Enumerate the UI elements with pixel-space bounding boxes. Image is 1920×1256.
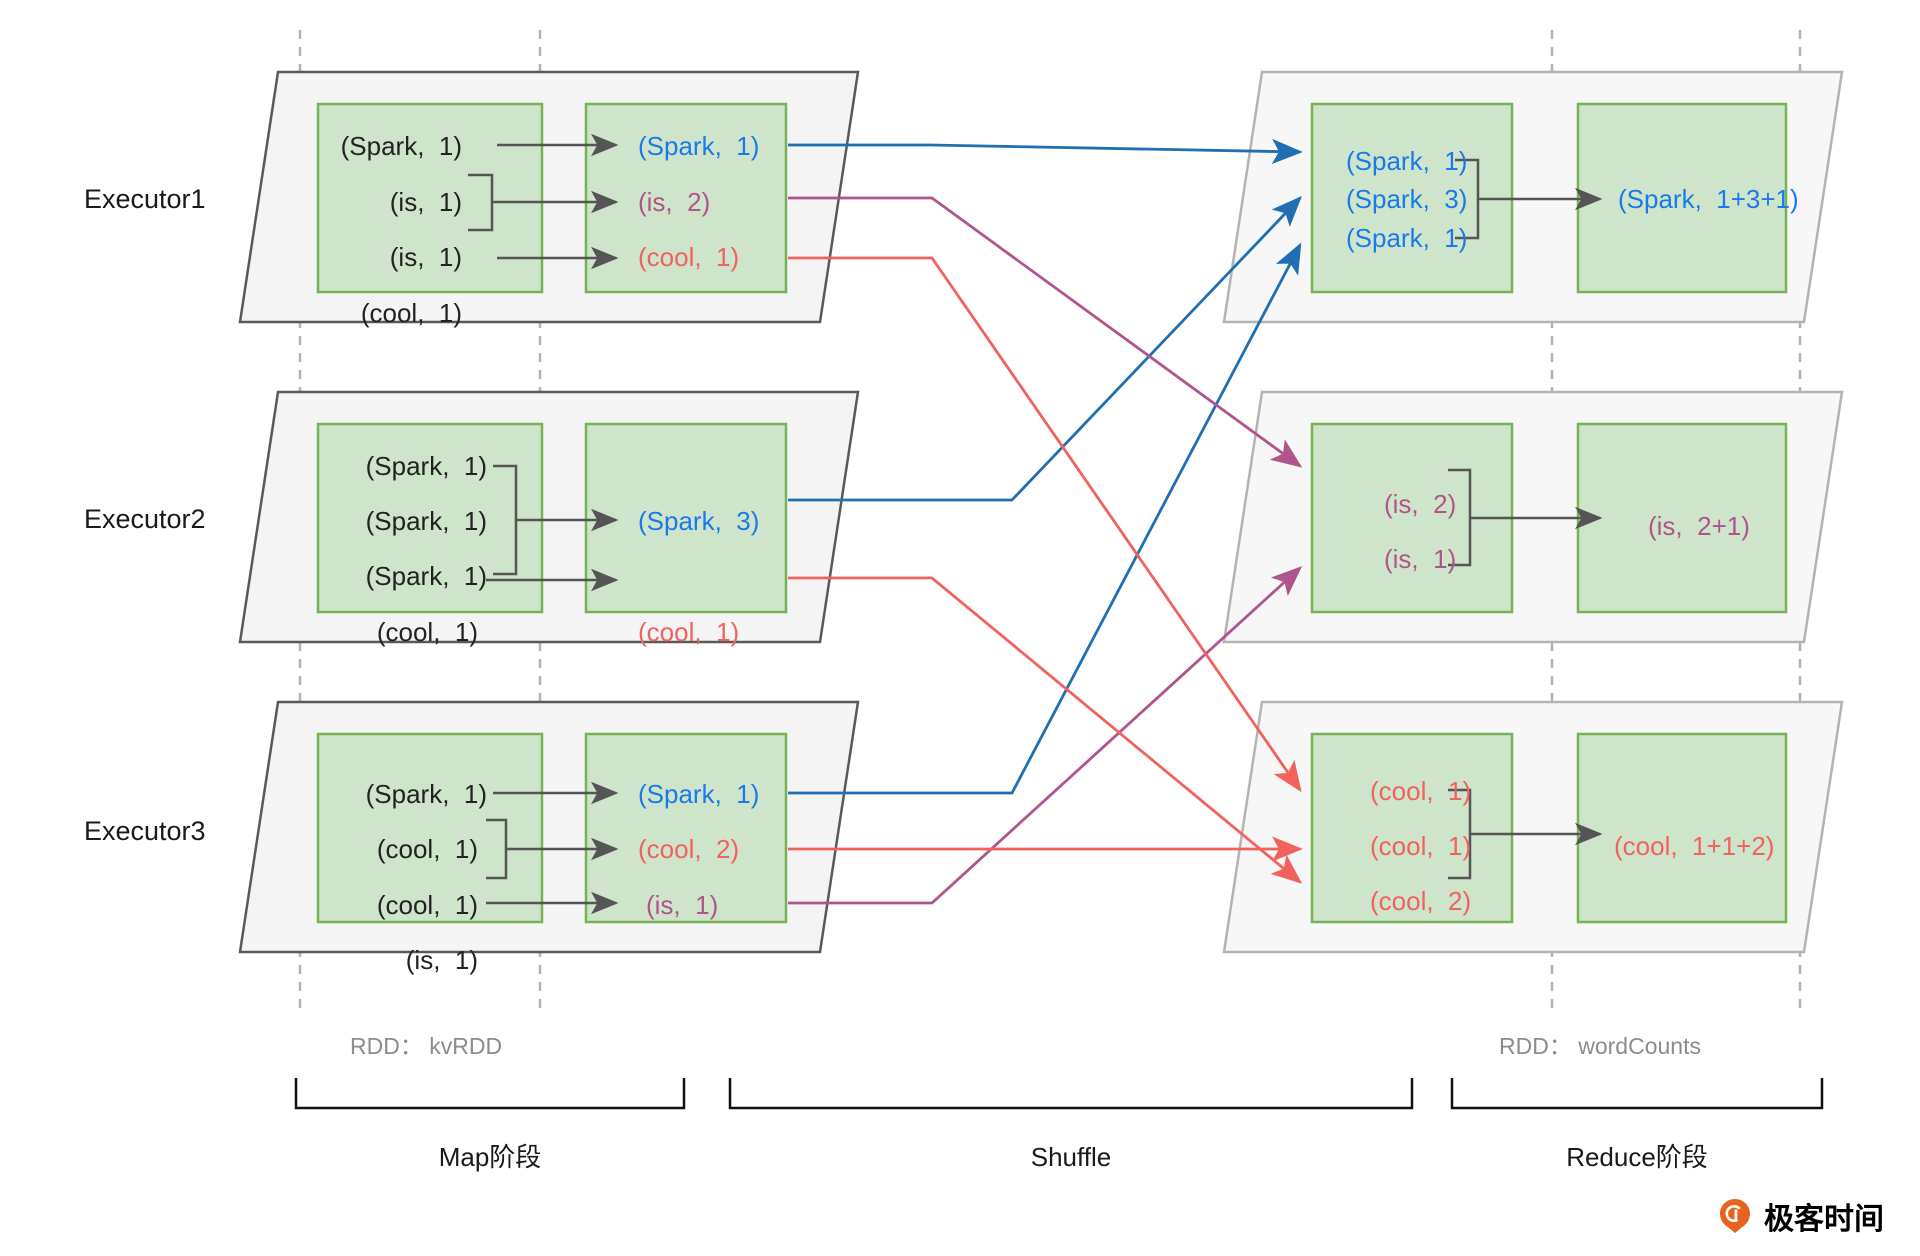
executor1-label: Executor1 [84,184,206,214]
reducer3-gathered-0: (cool, 1) [1370,776,1471,806]
exec2-input-pair-3: (cool, 1) [377,617,478,647]
reducer1-result-box [1576,102,1788,294]
exec3-output-pair-0: (Spark, 1) [638,779,759,809]
executor3-label: Executor3 [84,816,206,846]
exec3-input-pair-3: (is, 1) [406,945,478,975]
exec1-input-pair-0: (Spark, 1) [341,131,462,161]
shuffle-red-e1 [788,256,1302,793]
exec1-output-pair-1: (is, 2) [638,187,710,217]
watermark-label: 极客时间 [1764,1203,1884,1236]
shuffle-stage-label: Shuffle [1031,1142,1111,1172]
exec2-input-pair-1: (Spark, 1) [366,506,487,536]
watermark: 极客时间 [1716,1194,1884,1238]
exec2-output-pair-1: (cool, 1) [638,617,739,647]
exec1-input-pair-2: (is, 1) [390,242,462,272]
rdd-label-right: RDD： wordCounts [1499,1033,1701,1059]
shuffle-blue-e1 [788,138,1303,165]
executor2-label: Executor2 [84,504,206,534]
reducer3-result: (cool, 1+1+2) [1614,831,1774,861]
reducer1-gathered-1: (Spark, 3) [1346,184,1467,214]
exec2-input-pair-2: (Spark, 1) [366,561,487,591]
reducer3-gather-box [1310,732,1514,924]
exec1-input-pair-3: (cool, 1) [361,298,462,328]
exec3-input-box [316,732,544,924]
exec1-input-pair-1: (is, 1) [390,187,462,217]
geek-time-logo-icon [1720,1199,1750,1233]
exec3-output-pair-2: (is, 1) [646,890,718,920]
rdd-label-left: RDD： kvRDD [350,1033,502,1059]
reducer1-gathered-0: (Spark, 1) [1346,146,1467,176]
reducer1-result: (Spark, 1+3+1) [1618,184,1799,214]
reducer2-gathered-1: (is, 1) [1384,544,1456,574]
exec2-output-pair-0: (Spark, 3) [638,506,759,536]
reduce-stage-label: Reduce阶段 [1566,1142,1708,1172]
reduce-stage-bracket [1450,1078,1824,1110]
map-stage-bracket [294,1078,686,1110]
shuffle-purple-e3 [788,566,1303,905]
reducer1-gathered-2: (Spark, 1) [1346,223,1467,253]
reducer3-gathered-1: (cool, 1) [1370,831,1471,861]
exec3-input-pair-0: (Spark, 1) [366,779,487,809]
reducer2-result-box [1576,422,1788,614]
exec3-output-pair-1: (cool, 2) [638,834,739,864]
reducer2-result: (is, 2+1) [1648,511,1750,541]
exec1-output-pair-0: (Spark, 1) [638,131,759,161]
exec3-output-box [584,732,788,924]
shuffle-purple-e1 [788,196,1303,468]
reducer3-gathered-2: (cool, 2) [1370,886,1471,916]
exec1-output-box [584,102,788,294]
exec3-input-pair-2: (cool, 1) [377,890,478,920]
shuffle-stage-bracket [728,1078,1414,1110]
map-stage-label: Map阶段 [439,1142,542,1172]
exec1-output-pair-2: (cool, 1) [638,242,739,272]
exec2-input-pair-0: (Spark, 1) [366,451,487,481]
reducer2-gathered-0: (is, 2) [1384,489,1456,519]
shuffle-red-e2 [788,576,1303,884]
shuffle-blue-e3 [788,242,1302,795]
exec3-input-pair-1: (cool, 1) [377,834,478,864]
shuffle-blue-e2 [788,195,1302,502]
exec1-input-box [316,102,544,294]
exec2-output-box [584,422,788,614]
